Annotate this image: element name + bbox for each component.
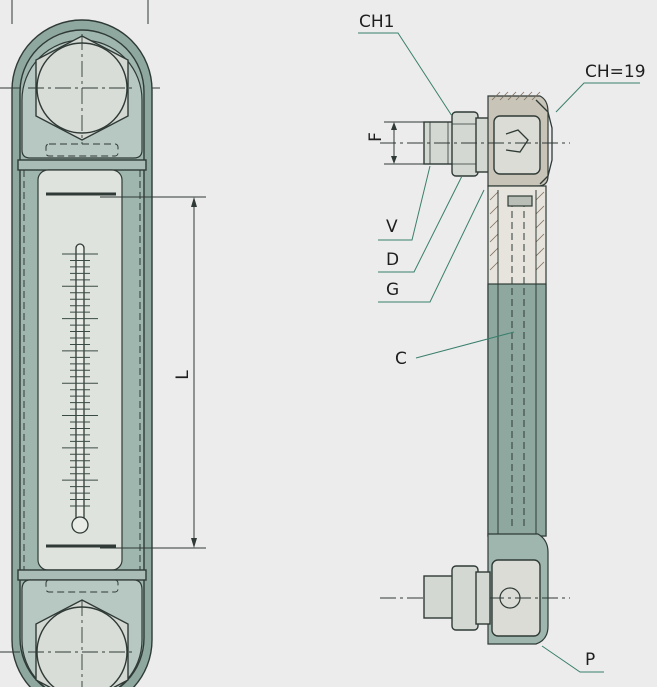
label-f: F — [366, 132, 386, 142]
label-ch19: CH=19 — [585, 62, 646, 82]
leader-p — [541, 645, 604, 673]
label-g: G — [386, 280, 399, 300]
label-l: L — [173, 370, 193, 380]
label-ch1: CH1 — [359, 12, 394, 32]
top-ch1-nut — [451, 111, 479, 177]
leader-ch1 — [358, 32, 453, 117]
oil-level-fill — [487, 283, 547, 537]
leader-d — [378, 175, 463, 273]
thermometer-scale — [62, 253, 98, 507]
label-v: V — [386, 217, 398, 237]
thermometer-bulb — [71, 516, 89, 534]
label-p: P — [585, 650, 595, 670]
bottom-thread-fitting — [423, 575, 455, 619]
side-section-view: F CH1 CH=19 V D G C P — [358, 12, 646, 673]
front-view: L — [0, 0, 206, 687]
label-c: C — [395, 349, 407, 369]
leader-g — [378, 189, 485, 303]
label-d: D — [386, 250, 399, 270]
leader-v — [378, 165, 431, 241]
leader-c — [415, 331, 515, 359]
leader-ch19 — [555, 82, 640, 113]
